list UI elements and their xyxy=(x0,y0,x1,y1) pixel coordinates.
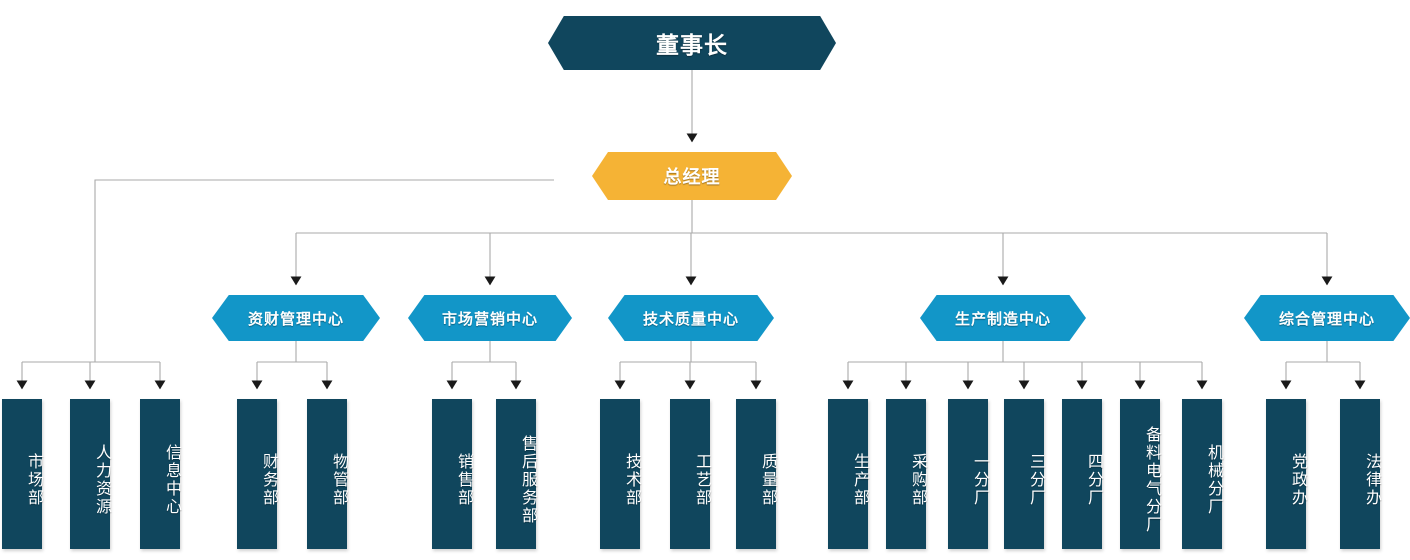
node-general-manager[interactable]: 总经理 xyxy=(592,152,792,200)
node-center-3[interactable]: 技术质量中心 xyxy=(608,295,774,341)
node-department-2[interactable]: 人力资源 xyxy=(70,399,110,549)
node-center-4[interactable]: 生产制造中心 xyxy=(920,295,1086,341)
node-department-3[interactable]: 信息中心 xyxy=(140,399,180,549)
node-department-18[interactable]: 党政办 xyxy=(1266,399,1306,549)
node-department-6[interactable]: 销售部 xyxy=(432,399,472,549)
node-department-7[interactable]: 售后服务部 xyxy=(496,399,536,549)
node-department-14[interactable]: 三分厂 xyxy=(1004,399,1044,549)
node-department-9[interactable]: 工艺部 xyxy=(670,399,710,549)
node-department-19[interactable]: 法律办 xyxy=(1340,399,1380,549)
node-department-1[interactable]: 市场部 xyxy=(2,399,42,549)
node-chairman[interactable]: 董事长 xyxy=(548,16,836,70)
node-center-5[interactable]: 综合管理中心 xyxy=(1244,295,1410,341)
node-department-5[interactable]: 物管部 xyxy=(307,399,347,549)
node-center-1[interactable]: 资财管理中心 xyxy=(212,295,380,341)
node-center-2[interactable]: 市场营销中心 xyxy=(408,295,572,341)
node-department-15[interactable]: 四分厂 xyxy=(1062,399,1102,549)
node-department-16[interactable]: 备料电气分厂 xyxy=(1120,399,1160,549)
node-department-11[interactable]: 生产部 xyxy=(828,399,868,549)
node-department-17[interactable]: 机械分厂 xyxy=(1182,399,1222,549)
edges-group xyxy=(16,70,1366,390)
node-department-8[interactable]: 技术部 xyxy=(600,399,640,549)
node-department-10[interactable]: 质量部 xyxy=(736,399,776,549)
node-department-13[interactable]: 一分厂 xyxy=(948,399,988,549)
node-department-4[interactable]: 财务部 xyxy=(237,399,277,549)
node-department-12[interactable]: 采购部 xyxy=(886,399,926,549)
